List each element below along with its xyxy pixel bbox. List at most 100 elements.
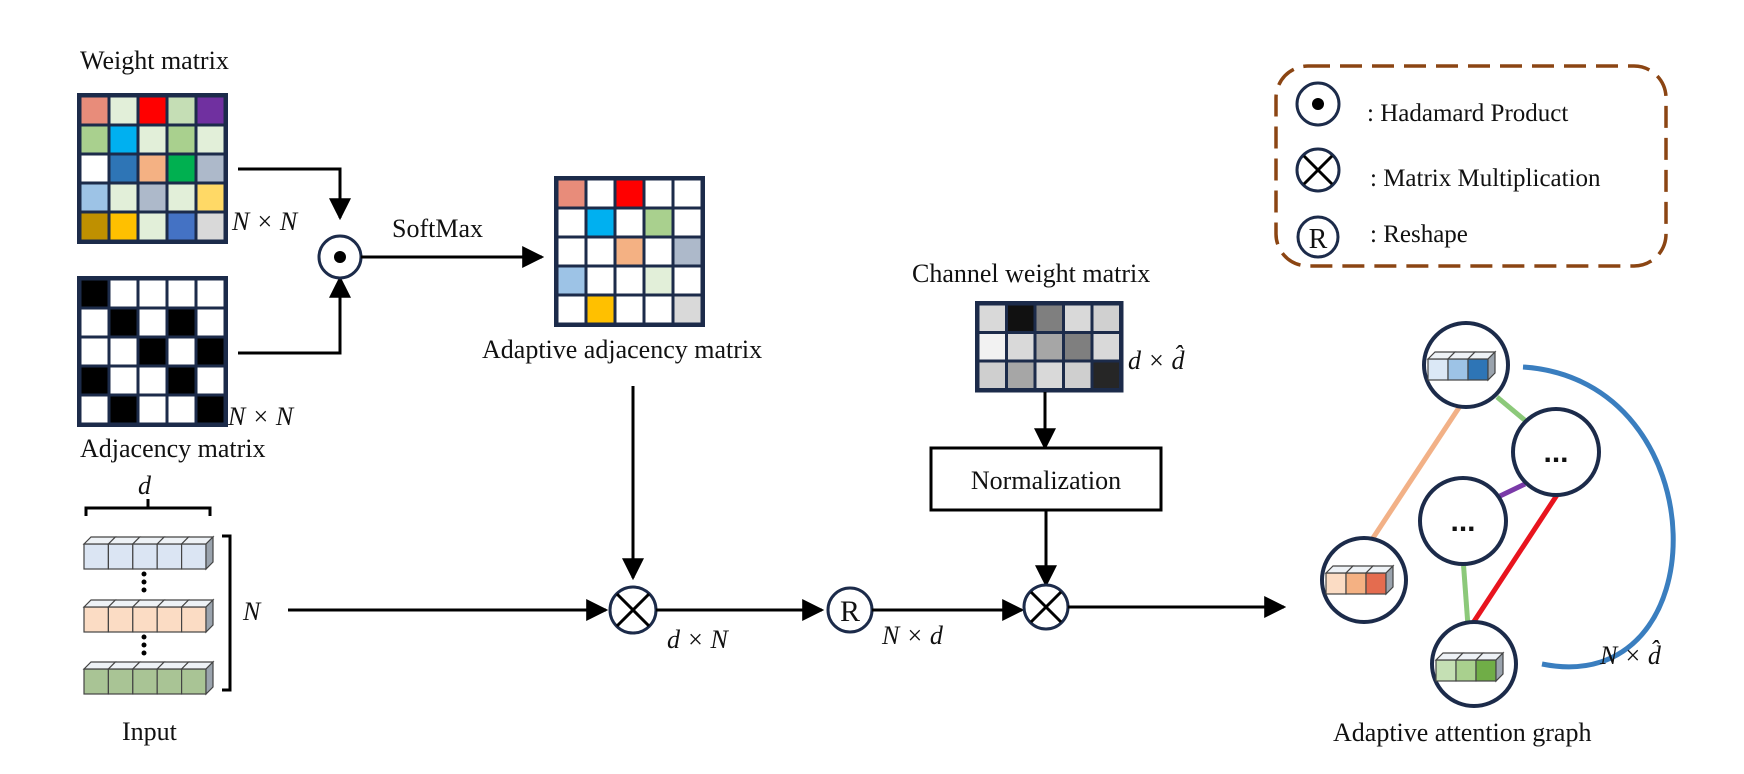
node-orange-feature xyxy=(1324,564,1395,596)
legend-border xyxy=(1274,64,1668,268)
graph-edge-purple xyxy=(1498,481,1527,499)
graph-edge-blue xyxy=(1522,364,1676,670)
weight-cell xyxy=(139,155,166,182)
weight-cell xyxy=(81,126,108,153)
adjacency-cell xyxy=(81,396,108,423)
weight-cell xyxy=(139,213,166,240)
channel-cell xyxy=(1036,362,1062,388)
channel-cell xyxy=(1093,362,1119,388)
input-blue-cube xyxy=(156,543,183,570)
input-stack-blue xyxy=(82,535,215,571)
input-stack-green xyxy=(82,660,215,696)
adaptive-cell xyxy=(616,238,643,265)
adaptive-cell xyxy=(616,267,643,294)
node-orange-cube-side xyxy=(1385,564,1394,596)
adjacency-cell xyxy=(197,338,224,365)
channel-cell xyxy=(1065,334,1091,360)
adjacency-cell xyxy=(139,280,166,307)
legend-reshape-text: : Reshape xyxy=(1370,221,1468,248)
input-green-cube xyxy=(156,668,183,695)
adjacency-cell xyxy=(110,338,137,365)
adaptive-cell xyxy=(587,267,614,294)
adaptive-cell xyxy=(645,180,672,207)
weight-cell xyxy=(81,213,108,240)
graph-edge-orange xyxy=(1368,398,1467,543)
input-blue-cube xyxy=(83,543,109,570)
input-blue-cube xyxy=(107,543,134,570)
adjacency-cell xyxy=(197,396,224,423)
channel-weight-grid xyxy=(975,301,1124,393)
node-green-cube-side xyxy=(1495,651,1504,683)
input-label: Input xyxy=(122,717,178,746)
adaptive-cell xyxy=(558,267,585,294)
input-orange-cube-side xyxy=(205,598,214,634)
node-green-cube xyxy=(1475,659,1497,682)
weight-cell xyxy=(110,155,137,182)
adjacency-matrix-label: Adjacency matrix xyxy=(80,434,266,463)
input-green-cube xyxy=(181,668,207,695)
channel-cell xyxy=(1065,305,1091,331)
weight-cell xyxy=(139,126,166,153)
adjacency-cell xyxy=(168,396,195,423)
adjacency-cell xyxy=(81,367,108,394)
legend-matmul-text: : Matrix Multiplication xyxy=(1370,165,1601,192)
legend-matmul-icon xyxy=(1295,147,1341,193)
weight-cell xyxy=(110,213,137,240)
input-orange-cube xyxy=(83,606,109,633)
normalization-box xyxy=(929,446,1163,512)
adjacency-cell xyxy=(139,338,166,365)
weight-cell xyxy=(110,97,137,124)
weight-cell xyxy=(197,97,224,124)
adjacency-cell xyxy=(110,396,137,423)
channel-cell xyxy=(1036,334,1062,360)
weight-cell xyxy=(110,126,137,153)
adaptive-adjacency-grid xyxy=(554,176,705,327)
adaptive-cell xyxy=(558,209,585,236)
adjacency-cell xyxy=(81,309,108,336)
channel-cell xyxy=(1093,305,1119,331)
weight-matrix-label: Weight matrix xyxy=(80,46,229,75)
adaptive-cell xyxy=(674,238,701,265)
adaptive-cell xyxy=(587,238,614,265)
input-green-cube xyxy=(107,668,134,695)
adaptive-cell xyxy=(645,267,672,294)
input-vertical-dots xyxy=(141,571,147,656)
adjacency-cell xyxy=(139,367,166,394)
softmax-label: SoftMax xyxy=(392,214,483,243)
node-blue-cube-side xyxy=(1487,350,1496,382)
node-blue-cube xyxy=(1467,358,1489,381)
adjacency-dim-label: N × N xyxy=(227,402,295,431)
input-stack-orange xyxy=(82,598,215,634)
legend-reshape-icon: R xyxy=(1296,215,1340,259)
adaptive-cell xyxy=(674,209,701,236)
node-blue-cube xyxy=(1447,358,1469,381)
channel-cell xyxy=(1008,334,1034,360)
weight-cell xyxy=(168,213,195,240)
weight-cell xyxy=(197,126,224,153)
normalization-label: Normalization xyxy=(971,466,1121,495)
input-width-brace xyxy=(84,499,212,516)
adaptive-cell xyxy=(616,209,643,236)
weight-cell xyxy=(81,184,108,211)
input-green-cube xyxy=(83,668,109,695)
input-orange-cube xyxy=(181,606,207,633)
weight-cell xyxy=(168,97,195,124)
after-matmul-dim-label: d × N xyxy=(667,625,730,654)
graph-dim-label: N × d̂ xyxy=(1599,641,1662,670)
weight-cell xyxy=(81,97,108,124)
channel-weight-label: Channel weight matrix xyxy=(912,259,1150,288)
input-blue-cube xyxy=(181,543,207,570)
adjacency-cell xyxy=(197,309,224,336)
adjacency-cell xyxy=(139,396,166,423)
weight-matrix-grid xyxy=(77,93,228,244)
node-blue-cube xyxy=(1427,358,1449,381)
node-blue-feature xyxy=(1426,350,1497,382)
channel-cell xyxy=(979,305,1005,331)
matmul-operator-1 xyxy=(608,585,658,635)
adaptive-cell xyxy=(616,296,643,323)
weight-cell xyxy=(197,184,224,211)
adaptive-adjacency-label: Adaptive adjacency matrix xyxy=(482,335,762,364)
hadamard-operator xyxy=(317,234,363,280)
reshape-symbol: R xyxy=(840,595,860,628)
